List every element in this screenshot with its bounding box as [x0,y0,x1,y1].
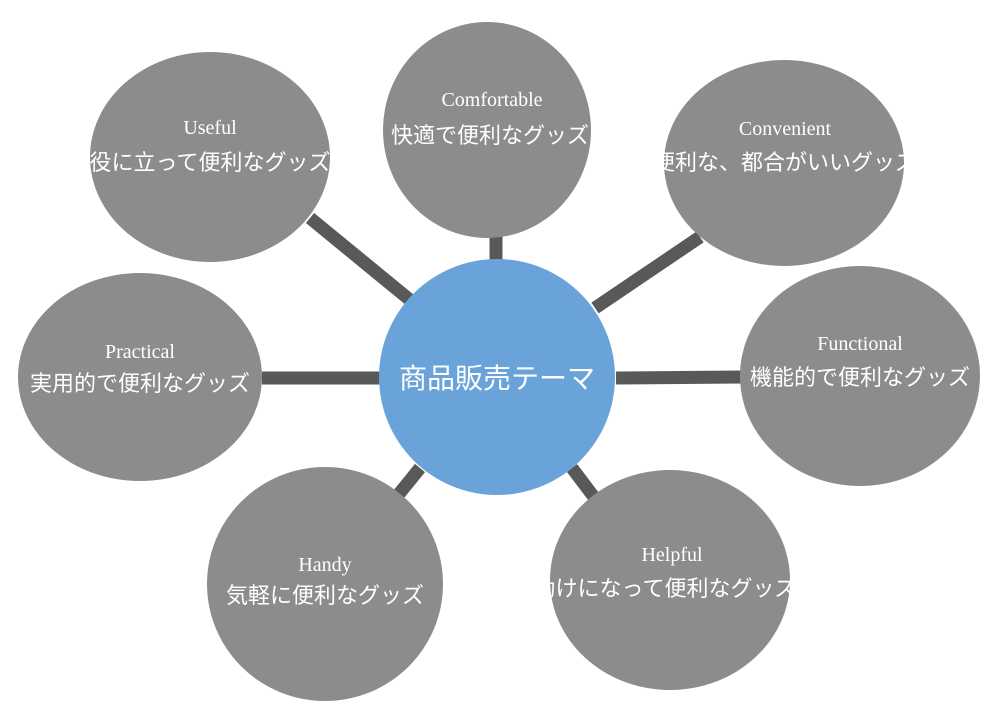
node-handy-en: Handy [298,554,351,576]
connector-useful [305,212,415,306]
node-useful-ja: 役に立って便利なグッズ [90,151,331,176]
connector-functional [615,370,743,385]
node-functional-en: Functional [817,333,903,355]
node-useful-en: Useful [183,117,237,139]
connectors [262,212,743,510]
node-handy: Handy 気軽に便利なグッズ [207,467,443,701]
node-functional-ja: 機能的で便利なグッズ [750,366,970,391]
node-practical: Practical 実用的で便利なグッズ [18,273,262,481]
center-label: 商品販売テーマ [399,362,595,395]
node-handy-ja: 気軽に便利なグッズ [226,584,424,609]
node-comfortable-circle [383,22,591,238]
node-practical-ja: 実用的で便利なグッズ [30,372,250,397]
node-helpful-ja: 助けになって便利なグッズ [534,577,797,602]
node-comfortable: Comfortable 快適で便利なグッズ [383,22,591,238]
node-functional-circle [740,266,980,486]
node-convenient: Convenient 便利な、都合がいいグッズ [653,60,917,266]
node-convenient-circle [664,60,904,266]
node-useful: Useful 役に立って便利なグッズ [90,52,331,262]
connector-convenient [591,231,704,314]
node-comfortable-ja: 快適で便利なグッズ [391,124,589,149]
node-helpful-en: Helpful [641,544,703,566]
node-comfortable-en: Comfortable [441,89,542,111]
node-helpful: Helpful 助けになって便利なグッズ [534,470,797,690]
center-circle [379,259,615,495]
center-node: 商品販売テーマ [379,259,615,495]
node-convenient-en: Convenient [739,118,832,140]
node-helpful-circle [550,470,790,690]
node-practical-circle [18,273,262,481]
node-convenient-ja: 便利な、都合がいいグッズ [653,151,917,176]
node-practical-en: Practical [105,341,175,363]
node-useful-circle [90,52,330,262]
node-functional: Functional 機能的で便利なグッズ [740,266,980,486]
node-handy-circle [207,467,443,701]
